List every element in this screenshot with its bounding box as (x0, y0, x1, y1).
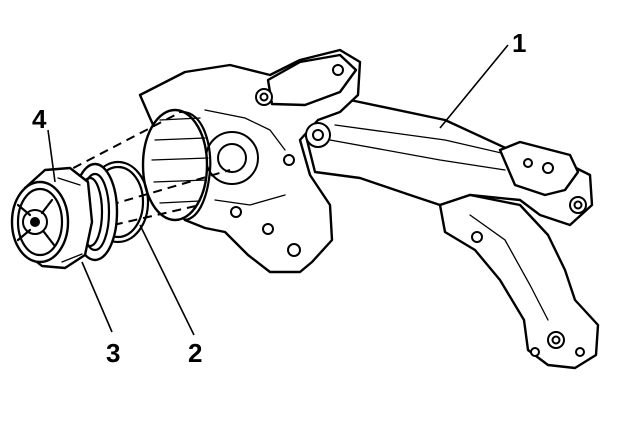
callout-3: 3 (106, 338, 120, 368)
impeller-bore (141, 108, 212, 222)
lower-leg (438, 193, 600, 370)
callout-2: 2 (188, 338, 202, 368)
pump-housing (138, 48, 362, 274)
leader-lines (47, 44, 509, 336)
callout-4: 4 (32, 104, 47, 134)
support-arm (298, 98, 594, 227)
water-pump-assembly (10, 162, 119, 270)
callout-1: 1 (512, 28, 526, 58)
